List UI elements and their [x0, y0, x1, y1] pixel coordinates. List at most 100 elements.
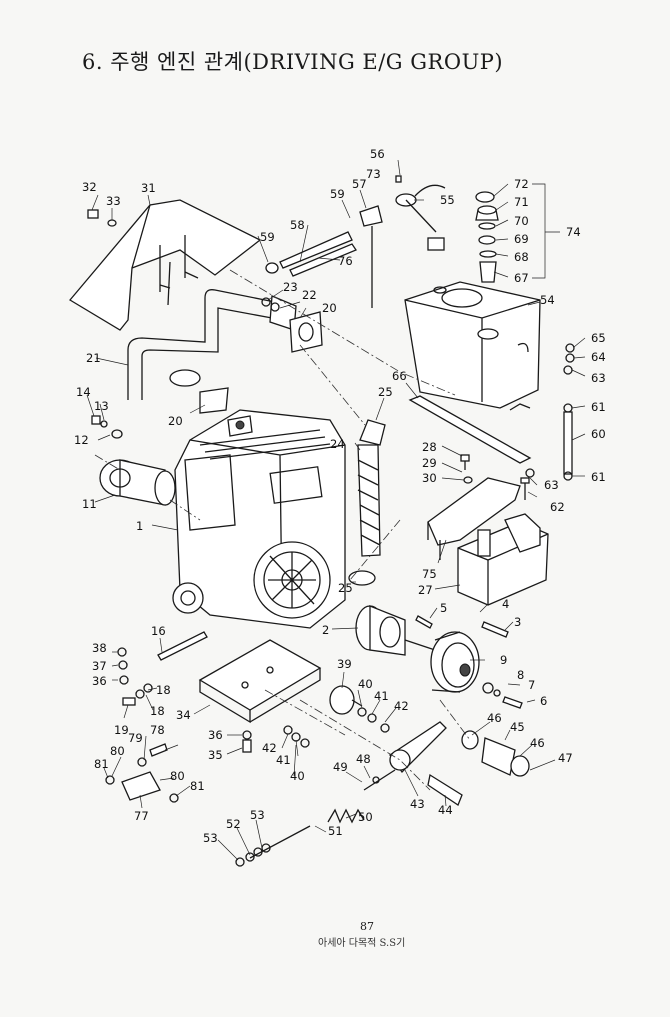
callout-55: 55: [440, 193, 455, 207]
page-title: 6. 주행 엔진 관계(DRIVING E/G GROUP): [82, 50, 504, 74]
fasteners-part: [87, 175, 575, 867]
callout-76: 76: [338, 254, 353, 268]
callout-27: 27: [418, 583, 433, 597]
callout-37: 37: [92, 659, 107, 673]
callout-46b: 46: [530, 736, 545, 750]
callout-28: 28: [422, 440, 437, 454]
callout-5: 5: [440, 601, 447, 615]
callout-75: 75: [422, 567, 437, 581]
footer-caption: 아세아 다목적 S.S기: [318, 938, 406, 949]
engine-block-part: [172, 409, 346, 629]
callout-64: 64: [591, 350, 606, 364]
callout-33: 33: [106, 194, 121, 208]
callout-71: 71: [514, 195, 529, 209]
callout-53a: 53: [250, 808, 265, 822]
callout-42a: 42: [394, 699, 409, 713]
callout-38: 38: [92, 641, 107, 655]
callout-49: 49: [333, 760, 348, 774]
fuel-hose-part: [348, 419, 386, 586]
callout-47: 47: [558, 751, 573, 765]
callout-61b: 61: [591, 470, 606, 484]
callout-35: 35: [208, 748, 223, 762]
callout-42b: 42: [262, 741, 277, 755]
callout-9: 9: [500, 653, 507, 667]
callout-58: 58: [290, 218, 305, 232]
gearbox-part: [457, 513, 549, 606]
callout-3: 3: [514, 615, 521, 629]
callout-43: 43: [410, 797, 425, 811]
muffler-pipe-part: [127, 289, 323, 414]
callout-32: 32: [82, 180, 97, 194]
fuel-cap-stack-part: [475, 191, 499, 283]
shaft-rod-part: [157, 631, 208, 661]
callout-4: 4: [502, 597, 509, 611]
callout-59b: 59: [260, 230, 275, 244]
callout-79: 79: [128, 731, 143, 745]
fuel-tank-part: [404, 281, 541, 411]
callout-60: 60: [591, 427, 606, 441]
engine-cover-part: [69, 199, 262, 331]
spring-rod-part: [249, 769, 396, 859]
callout-13: 13: [94, 399, 109, 413]
callout-67: 67: [514, 271, 529, 285]
callout-59a: 59: [330, 187, 345, 201]
callout-65: 65: [591, 331, 606, 345]
callout-25b: 25: [338, 581, 353, 595]
tank-strap-part: [408, 395, 532, 464]
callout-24: 24: [330, 437, 345, 451]
callout-46a: 46: [487, 711, 502, 725]
callout-16: 16: [151, 624, 166, 638]
callout-53b: 53: [203, 831, 218, 845]
callout-61a: 61: [591, 400, 606, 414]
group-bracket-74: [532, 183, 560, 279]
callout-25a: 25: [378, 385, 393, 399]
callout-22: 22: [302, 288, 317, 302]
callout-numbers: 1 2 3 4 5 6 7 8 9 11 12 13 14 16 18 18 1…: [74, 147, 606, 845]
callout-31: 31: [141, 181, 156, 195]
callout-80a: 80: [110, 744, 125, 758]
callout-45: 45: [510, 720, 525, 734]
callout-52: 52: [226, 817, 241, 831]
callout-40a: 40: [358, 677, 373, 691]
callout-1: 1: [136, 519, 143, 533]
callout-20a: 20: [322, 301, 337, 315]
callout-36b: 36: [92, 674, 107, 688]
callout-63b: 63: [544, 478, 559, 492]
callout-6: 6: [540, 694, 547, 708]
small-bracket-part: [121, 771, 161, 801]
callout-78: 78: [150, 723, 165, 737]
callout-77: 77: [134, 809, 149, 823]
callout-69: 69: [514, 232, 529, 246]
leader-lines: [86, 159, 586, 861]
callout-41a: 41: [374, 689, 389, 703]
callout-40b: 40: [290, 769, 305, 783]
callout-44: 44: [438, 803, 453, 817]
air-cleaner-part: [99, 459, 176, 506]
callout-70: 70: [514, 214, 529, 228]
callout-56: 56: [370, 147, 385, 161]
callout-14: 14: [76, 385, 91, 399]
callout-36a: 36: [208, 728, 223, 742]
callout-8: 8: [517, 668, 524, 682]
callout-18b: 18: [150, 704, 165, 718]
callout-81a: 81: [94, 757, 109, 771]
pulley-assembly-part: [355, 605, 480, 693]
callout-41b: 41: [276, 753, 291, 767]
callout-7: 7: [528, 678, 535, 692]
callout-54: 54: [540, 293, 555, 307]
callout-66: 66: [392, 369, 407, 383]
callout-11: 11: [82, 497, 97, 511]
callout-39: 39: [337, 657, 352, 671]
callout-12: 12: [74, 433, 89, 447]
callout-19: 19: [114, 723, 129, 737]
callout-2: 2: [322, 623, 329, 637]
page-number: 87: [360, 920, 374, 933]
fuel-line-part: [265, 205, 383, 308]
callout-21: 21: [86, 351, 101, 365]
callout-80b: 80: [170, 769, 185, 783]
callout-62: 62: [550, 500, 565, 514]
callout-29: 29: [422, 456, 437, 470]
callout-73: 73: [366, 167, 381, 181]
callout-68: 68: [514, 250, 529, 264]
